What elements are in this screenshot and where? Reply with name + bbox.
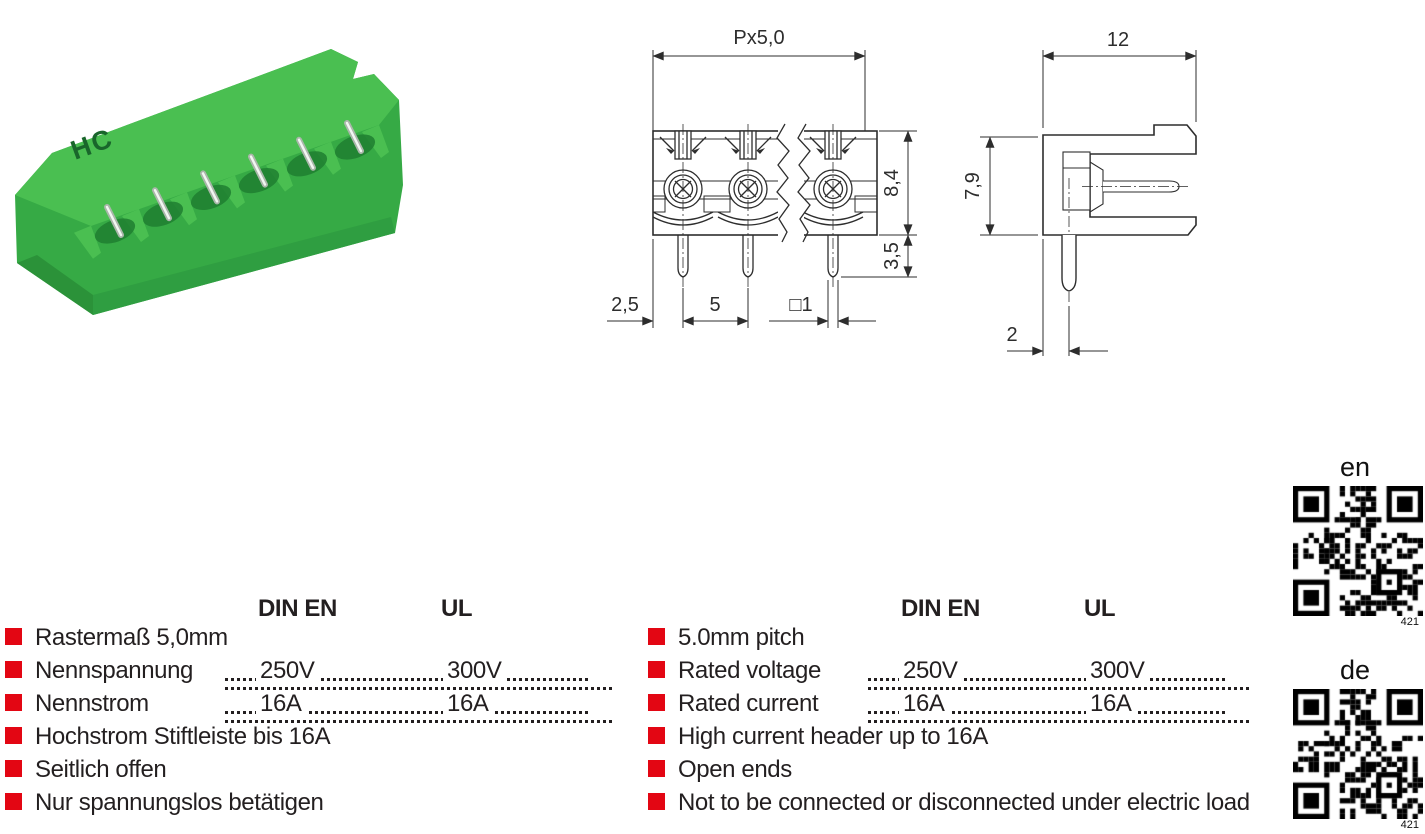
- connector-photo-illustration: HC: [15, 49, 403, 315]
- dim-pitch: Px5,0: [733, 27, 784, 49]
- spec-label: Rastermaß 5,0mm: [35, 624, 228, 651]
- spec-label: High current header up to 16A: [678, 723, 988, 750]
- spec-values: 250V 300V: [225, 658, 612, 690]
- qr-language-label: de: [1339, 655, 1371, 685]
- spec-label: Nur spannungslos betätigen: [35, 789, 324, 816]
- dim-pin-pitch: 5: [709, 294, 720, 316]
- spec-label: Seitlich offen: [35, 756, 167, 783]
- spec-row-voltage-en: Rated voltage 250V 300V: [648, 658, 1275, 691]
- spec-value-din: 250V: [256, 658, 319, 684]
- spec-row-openends-en: Open ends: [648, 757, 1275, 790]
- bullet-icon: [5, 694, 22, 711]
- spec-row-voltage-de: Nennspannung 250V 300V: [5, 658, 617, 691]
- spec-row-openends-de: Seitlich offen: [5, 757, 617, 790]
- spec-label: Nennstrom: [35, 690, 149, 717]
- qr-block-en: en 421: [1289, 452, 1423, 628]
- spec-row-warning-en: Not to be connected or disconnected unde…: [648, 790, 1275, 823]
- product-photo: HC: [5, 35, 410, 325]
- spec-value-ul: 16A: [443, 691, 493, 717]
- bullet-icon: [5, 760, 22, 777]
- dotted-leader: [225, 678, 588, 681]
- dotted-leader: [225, 711, 588, 714]
- spec-row-highcurrent-de: Hochstrom Stiftleiste bis 16A: [5, 724, 617, 757]
- bullet-icon: [5, 793, 22, 810]
- spec-value-din: 250V: [899, 658, 962, 684]
- spec-label: Hochstrom Stiftleiste bis 16A: [35, 723, 331, 750]
- spec-label: Open ends: [678, 756, 792, 783]
- bullet-icon: [648, 727, 665, 744]
- bullet-icon: [648, 661, 665, 678]
- column-header-din-en: DIN EN: [901, 595, 980, 622]
- spec-label: Rated voltage: [678, 657, 821, 684]
- dim-height: 7,9: [962, 172, 984, 200]
- dim-depth: 12: [1107, 29, 1129, 51]
- spec-row-pitch-en: 5.0mm pitch: [648, 625, 1275, 658]
- column-header-din-en: DIN EN: [258, 595, 337, 622]
- qr-block-de: de 421: [1289, 655, 1423, 831]
- column-header-ul: UL: [1084, 595, 1116, 622]
- qr-language-label: en: [1339, 452, 1371, 482]
- dim-pin-length: 3,5: [881, 242, 903, 270]
- dim-pin-offset: 2: [1006, 324, 1017, 346]
- spec-row-current-de: Nennstrom 16A 16A: [5, 691, 617, 724]
- specs-english: DIN EN UL 5.0mm pitch Rated voltage 250V…: [648, 595, 1275, 823]
- qr-code-de: [1293, 689, 1423, 819]
- side-view-drawing: 12 7,9 2: [950, 10, 1210, 375]
- spec-value-ul: 16A: [1086, 691, 1136, 717]
- qr-number: 421: [1400, 819, 1419, 831]
- specs-german: DIN EN UL Rastermaß 5,0mm Nennspannung 2…: [5, 595, 617, 823]
- bullet-icon: [5, 628, 22, 645]
- qr-number: 421: [1400, 616, 1419, 628]
- column-header-ul: UL: [441, 595, 473, 622]
- front-view-drawing: Px5,0 8,4 3,5 2,5 5 □1: [595, 10, 940, 375]
- spec-row-highcurrent-en: High current header up to 16A: [648, 724, 1275, 757]
- bullet-icon: [5, 661, 22, 678]
- spec-values: 250V 300V: [868, 658, 1249, 690]
- spec-values: 16A 16A: [868, 691, 1249, 723]
- spec-label: 5.0mm pitch: [678, 624, 805, 651]
- bullet-icon: [5, 727, 22, 744]
- spec-value-din: 16A: [256, 691, 306, 717]
- bullet-icon: [648, 628, 665, 645]
- spec-header-row-de: DIN EN UL: [5, 595, 617, 625]
- spec-label: Nennspannung: [35, 657, 194, 684]
- spec-row-pitch-de: Rastermaß 5,0mm: [5, 625, 617, 658]
- qr-code-en: [1293, 486, 1423, 616]
- dim-body-height: 8,4: [881, 169, 903, 197]
- dotted-leader: [868, 711, 1225, 714]
- bullet-icon: [648, 694, 665, 711]
- bullet-icon: [648, 760, 665, 777]
- dotted-leader: [868, 678, 1225, 681]
- spec-value-din: 16A: [899, 691, 949, 717]
- spec-label: Rated current: [678, 690, 819, 717]
- spec-header-row-en: DIN EN UL: [648, 595, 1275, 625]
- dim-edge-offset: 2,5: [611, 294, 639, 316]
- spec-value-ul: 300V: [1086, 658, 1149, 684]
- bullet-icon: [648, 793, 665, 810]
- spec-value-ul: 300V: [443, 658, 506, 684]
- spec-row-current-en: Rated current 16A 16A: [648, 691, 1275, 724]
- spec-row-warning-de: Nur spannungslos betätigen: [5, 790, 617, 823]
- spec-label: Not to be connected or disconnected unde…: [678, 789, 1250, 816]
- dim-pin-square: □1: [789, 294, 812, 316]
- spec-values: 16A 16A: [225, 691, 612, 723]
